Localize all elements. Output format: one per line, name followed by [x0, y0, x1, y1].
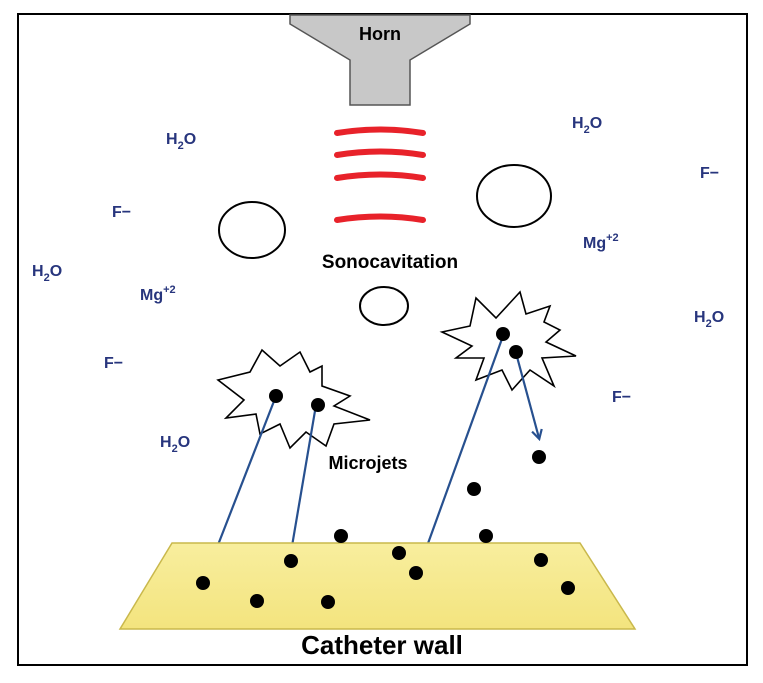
microjet-arrows [209, 335, 539, 568]
catheter-wall [118, 542, 637, 630]
ultrasonic-horn [289, 14, 471, 106]
particles [196, 327, 575, 609]
fluoride-label: F− [112, 204, 131, 221]
particle [196, 576, 210, 590]
cavitation-bubble [476, 164, 552, 228]
cavitation-bubble [359, 286, 409, 326]
water-label: H2O [694, 309, 724, 330]
particle [269, 389, 283, 403]
particle [509, 345, 523, 359]
ultrasound-waves [334, 126, 426, 223]
catheter-wall-label: Catheter wall [301, 630, 463, 660]
cavitation-bubble [218, 201, 286, 259]
particle [284, 554, 298, 568]
particle [334, 529, 348, 543]
water-label: H2O [160, 434, 190, 455]
particle [311, 398, 325, 412]
particle [479, 529, 493, 543]
fluoride-label: F− [104, 355, 123, 372]
particle [321, 595, 335, 609]
particle [467, 482, 481, 496]
water-label: H2O [572, 115, 602, 136]
particle [250, 594, 264, 608]
imploding-bubble-burst [439, 290, 577, 392]
magnesium-label: Mg+2 [583, 232, 619, 252]
magnesium-label: Mg+2 [140, 284, 176, 304]
particle [409, 566, 423, 580]
particle [532, 450, 546, 464]
fluoride-label: F− [700, 165, 719, 182]
microjets-label: Microjets [328, 453, 407, 473]
water-label: H2O [32, 263, 62, 284]
imploding-bubble-burst [216, 348, 371, 450]
particle [496, 327, 510, 341]
fluoride-label: F− [612, 389, 631, 406]
sonocavitation-label: Sonocavitation [322, 252, 458, 273]
horn-label: Horn [359, 24, 401, 44]
particle [392, 546, 406, 560]
particle [534, 553, 548, 567]
particle [561, 581, 575, 595]
water-label: H2O [166, 131, 196, 152]
